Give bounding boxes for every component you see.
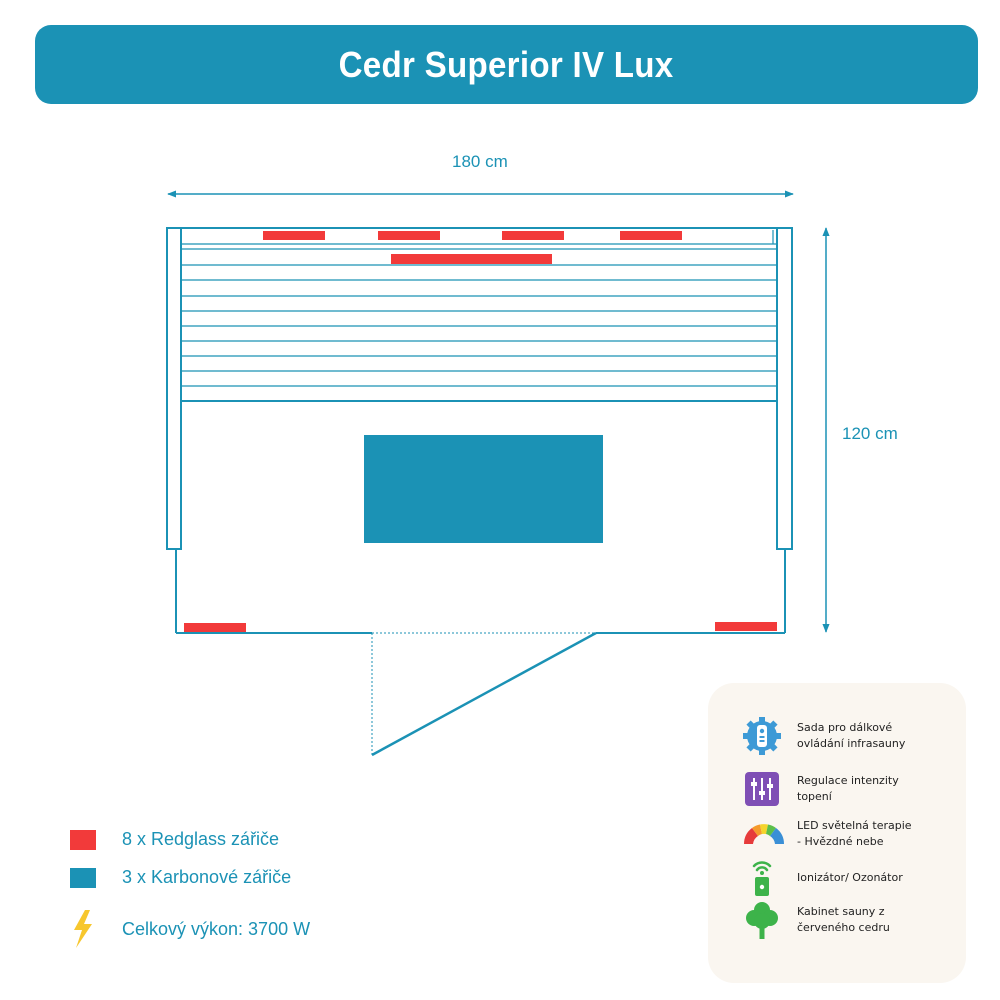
feature-label: Regulace intenzity topení <box>797 774 899 803</box>
left-wall-post <box>166 227 182 550</box>
legend-label: 8 x Redglass zářiče <box>122 829 280 849</box>
features-panel: Sada pro dálkové ovládání infrasauny Reg… <box>708 683 966 983</box>
ionizer-icon <box>752 861 772 896</box>
redglass-swatch <box>70 829 96 850</box>
redglass-heater <box>620 231 682 240</box>
legend-carbon: 3 x Karbonové zářiče <box>70 867 291 888</box>
page-title: Cedr Superior IV Lux <box>339 43 674 85</box>
remote-control-icon <box>743 717 781 755</box>
depth-label: 120 cm <box>842 424 898 443</box>
feature-label: LED světelná terapie - Hvězdné nebe <box>797 819 912 848</box>
redglass-heater <box>378 231 440 240</box>
legend-power: Celkový výkon: 3700 W <box>70 910 310 948</box>
redglass-heater <box>263 231 325 240</box>
width-label: 180 cm <box>452 152 508 171</box>
feature-label: Sada pro dálkové ovládání infrasauny <box>797 721 906 750</box>
redglass-heater <box>502 231 564 240</box>
lightning-icon <box>74 910 92 948</box>
bench-slats <box>181 230 777 387</box>
redglass-heater <box>184 623 246 632</box>
title-banner: Cedr Superior IV Lux <box>35 25 978 104</box>
carbon-swatch <box>70 867 96 888</box>
legend-redglass: 8 x Redglass zářiče <box>70 829 279 850</box>
feature-label: Kabinet sauny z červeného cedru <box>797 905 890 934</box>
feature-label: Ionizátor/ Ozonátor <box>797 871 903 884</box>
feature-item: Regulace intenzity topení <box>742 769 952 809</box>
redglass-heater <box>715 622 777 631</box>
feature-item: Sada pro dálkové ovládání infrasauny <box>742 716 952 756</box>
redglass-heater <box>391 254 552 264</box>
rainbow-icon <box>744 824 784 844</box>
legend-label: Celkový výkon: 3700 W <box>122 918 311 939</box>
sliders-icon <box>745 772 779 806</box>
tree-icon <box>746 902 778 939</box>
carbon-heater <box>364 435 603 543</box>
feature-item: Kabinet sauny z červeného cedru <box>742 900 952 940</box>
feature-item: Ionizátor/ Ozonátor <box>742 858 952 898</box>
door-leaf <box>371 631 597 757</box>
right-wall-post <box>776 227 793 550</box>
feature-item: LED světelná terapie - Hvězdné nebe <box>742 814 952 854</box>
legend-label: 3 x Karbonové zářiče <box>122 867 292 887</box>
